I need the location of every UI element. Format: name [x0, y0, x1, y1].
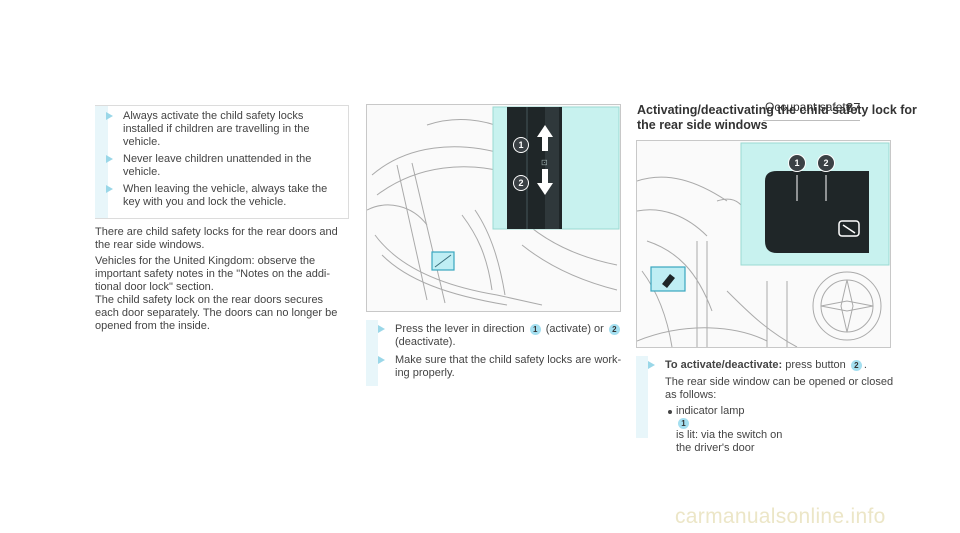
step-verify: Make sure that the child safety locks ar…: [378, 354, 621, 380]
door-lock-figure: ⊡ 1 2: [366, 104, 621, 312]
svg-text:⊡: ⊡: [541, 158, 548, 167]
callout-1: 1: [529, 324, 541, 335]
step-press-lever: Press the lever in direction 1 (activate…: [378, 323, 622, 349]
callout-1: 1: [678, 418, 689, 429]
step-arrow-icon: [378, 325, 385, 333]
callout-2: 2: [608, 324, 620, 335]
page-number: 87: [846, 100, 861, 115]
intro-paragraph: There are child safety locks for the rea…: [95, 226, 338, 251]
step-arrow-icon: [648, 361, 655, 369]
callout-1: 1: [794, 158, 799, 168]
bullet-arrow-icon: [106, 185, 113, 193]
step-bar: [636, 356, 648, 438]
callout-2: 2: [518, 178, 523, 188]
uk-paragraph: Vehicles for the United Kingdom: observe…: [95, 255, 338, 332]
step-bar: [366, 320, 378, 386]
warning-item: When leaving the vehicle, always take th…: [106, 183, 327, 209]
callout-1: 1: [518, 140, 523, 150]
step-arrow-icon: [378, 356, 385, 364]
switch-panel: [765, 171, 869, 253]
door-illustration: ⊡ 1 2: [367, 106, 620, 306]
window-lock-icon: [838, 220, 860, 237]
warning-box: [95, 105, 349, 219]
section-title: Occupant safety: [765, 100, 852, 114]
window-switch-illustration: 1 2: [637, 142, 890, 347]
bullet-dot-icon: [668, 410, 672, 414]
callout-2: 2: [823, 158, 828, 168]
direction-arrows-icon: [537, 125, 553, 195]
step-activate: To activate/deactivate: press button 2.: [648, 359, 867, 372]
callout-2: 2: [850, 360, 862, 371]
window-body: The rear side window can be opened or cl…: [665, 376, 894, 401]
step-label: To activate/deactivate:: [665, 359, 783, 371]
window-lock-figure: 1 2: [636, 140, 891, 348]
indicator-bullet: indicator lamp 1 is lit: via the switch …: [676, 405, 783, 454]
window-section-title: Activating/deactivating the child safety…: [637, 103, 917, 132]
watermark: carmanualsonline.info: [675, 505, 886, 528]
header-rule: [763, 120, 860, 121]
bullet-arrow-icon: [106, 155, 113, 163]
bullet-arrow-icon: [106, 112, 113, 120]
